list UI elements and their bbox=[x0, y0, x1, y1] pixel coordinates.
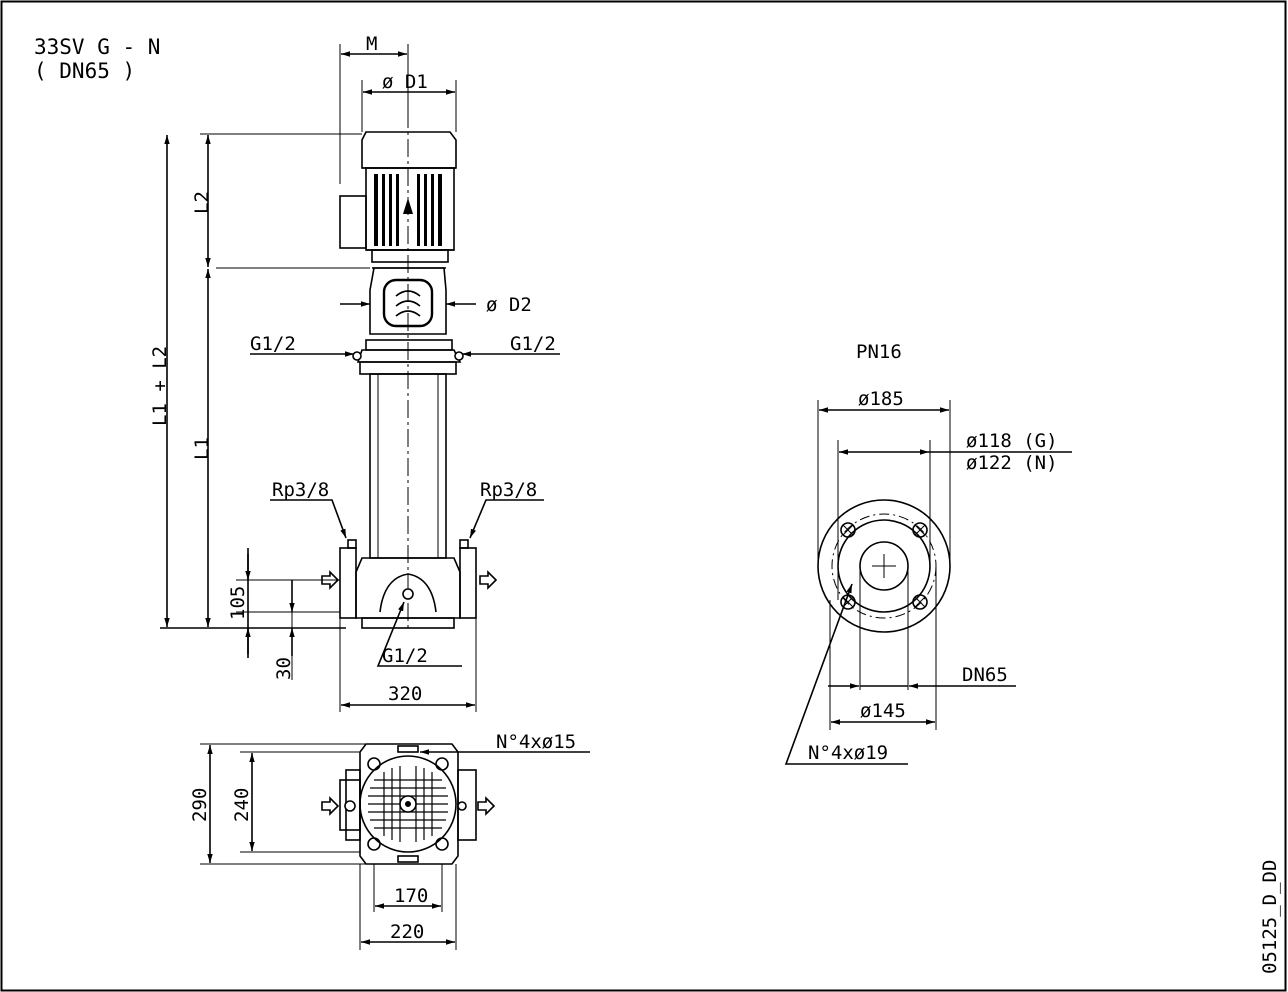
front-view: M ø D1 ø D2 L2 L1 L1 + L2 G1/2 G1/2 Rp3/… bbox=[149, 33, 560, 712]
dim-320-label: 320 bbox=[388, 683, 422, 705]
drawing-code: 05125_D_DD bbox=[1259, 860, 1281, 974]
drain-right-label: Rp3/8 bbox=[480, 479, 537, 501]
flange-right bbox=[459, 547, 477, 619]
model-title: 33SV G - N bbox=[34, 35, 160, 59]
flange-d118-label: ø118 (G) bbox=[966, 430, 1058, 452]
port-right-label: G1/2 bbox=[510, 333, 556, 355]
pump-head bbox=[356, 349, 462, 363]
dim-30-label: 30 bbox=[273, 657, 295, 680]
dim-290-label: 290 bbox=[189, 788, 211, 822]
flange-d122-label: ø122 (N) bbox=[966, 452, 1058, 474]
terminal-box bbox=[339, 195, 367, 249]
flange-dn-label: DN65 bbox=[962, 664, 1008, 686]
dim-l2-label: L2 bbox=[191, 191, 213, 214]
flange-d185-label: ø185 bbox=[858, 388, 904, 410]
dim-m-label: M bbox=[366, 33, 377, 55]
flange-detail: PN16 ø185 ø118 (G) ø122 (N) bbox=[784, 341, 1072, 765]
dim-d1-label: ø D1 bbox=[382, 71, 428, 93]
dim-l1-label: L1 bbox=[191, 437, 213, 460]
connection-title: ( DN65 ) bbox=[34, 59, 135, 83]
flange-left bbox=[339, 547, 357, 619]
top-view: N°4xø15 290 240 170 220 bbox=[189, 731, 590, 950]
pressure-rating: PN16 bbox=[856, 341, 902, 363]
dim-l1l2-label: L1 + L2 bbox=[149, 346, 171, 426]
drain-left-label: Rp3/8 bbox=[272, 479, 329, 501]
dim-240-label: 240 bbox=[231, 788, 253, 822]
port-bottom-label: G1/2 bbox=[382, 645, 428, 667]
dim-220-label: 220 bbox=[390, 921, 424, 943]
flange-d145-label: ø145 bbox=[860, 700, 906, 722]
motor-fins bbox=[374, 174, 442, 246]
flange-holes-label: N°4xø19 bbox=[808, 742, 888, 764]
dim-105-label: 105 bbox=[227, 586, 249, 620]
top-holes-label: N°4xø15 bbox=[496, 731, 576, 753]
motor-cover bbox=[361, 131, 457, 169]
dim-170-label: 170 bbox=[394, 885, 428, 907]
dim-d2-label: ø D2 bbox=[486, 294, 532, 316]
port-left-label: G1/2 bbox=[250, 333, 296, 355]
